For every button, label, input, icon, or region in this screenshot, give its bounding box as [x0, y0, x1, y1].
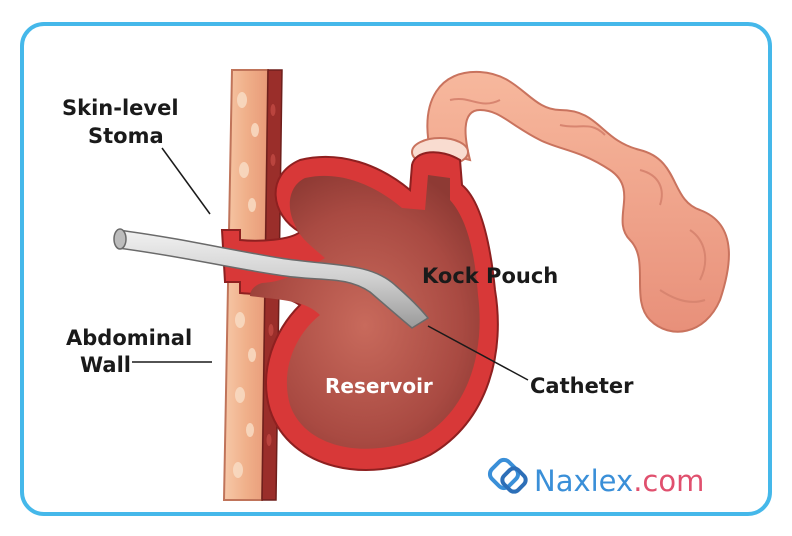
reservoir-interior — [250, 175, 480, 449]
label-catheter: Catheter — [530, 374, 634, 398]
label-abdominal: Abdominal — [66, 326, 192, 350]
label-stoma: Stoma — [88, 124, 164, 148]
catheter-tube — [113, 228, 430, 329]
brand-wordmark: Naxlex.com — [534, 464, 704, 498]
stoma-leader-line — [161, 147, 211, 215]
label-kock-pouch: Kock Pouch — [422, 264, 558, 288]
label-wall: Wall — [80, 353, 131, 377]
label-skin-level: Skin-level — [62, 96, 179, 120]
label-reservoir: Reservoir — [325, 374, 433, 398]
naxlex-logo-icon — [487, 457, 528, 494]
catheter-leader-line — [427, 325, 529, 381]
